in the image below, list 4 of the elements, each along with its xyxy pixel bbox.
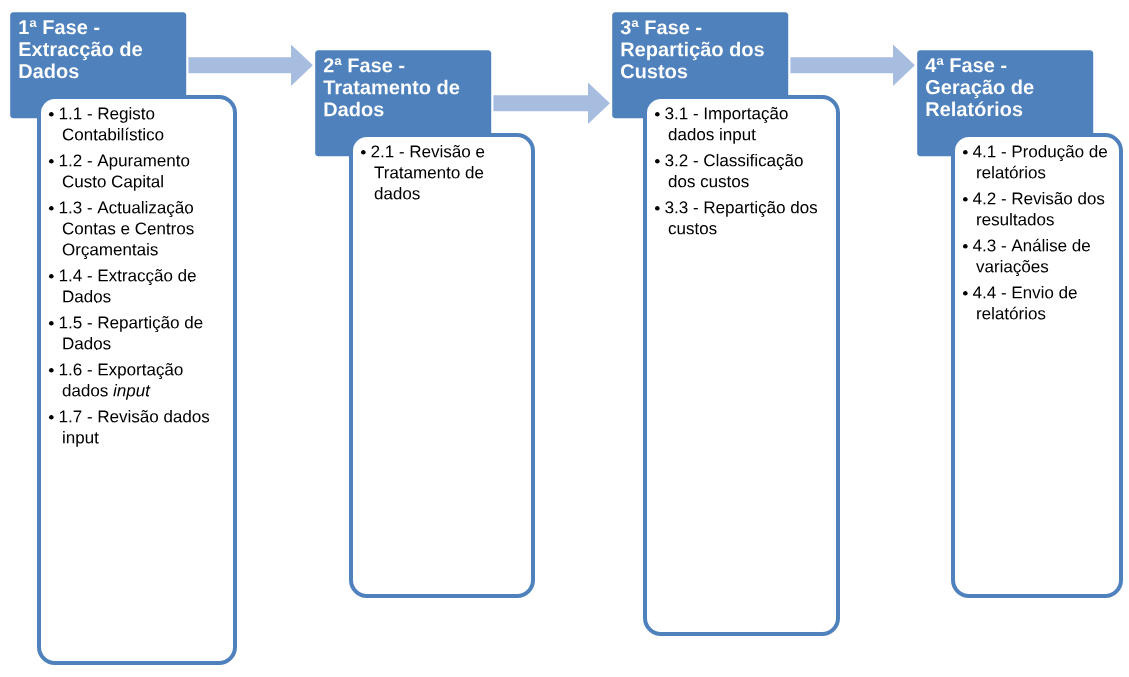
task-list-box: 1.1 - Registo Contabilístico 1.2 - Apuramento Custo Capital 1.3 - Actualização Contas e Centros Orçamentais 1.4 - Extracção de Dados 1.5 - Repartição de Dados 1.6 - Exportação dados input 1.7 - Revisão dados input [37,95,237,665]
task-list-box: 3.1 - Importação dados input 3.2 - Classificação dos custos 3.3 - Repartição dos custos [643,95,840,636]
task-list-box: 4.1 - Produção de relatórios 4.2 - Revisão dos resultados 4.3 - Análise de variações 4.4 - Envio de relatórios [951,133,1123,598]
task-list-box: 2.1 - Revisão e Tratamento de dados [349,133,535,598]
